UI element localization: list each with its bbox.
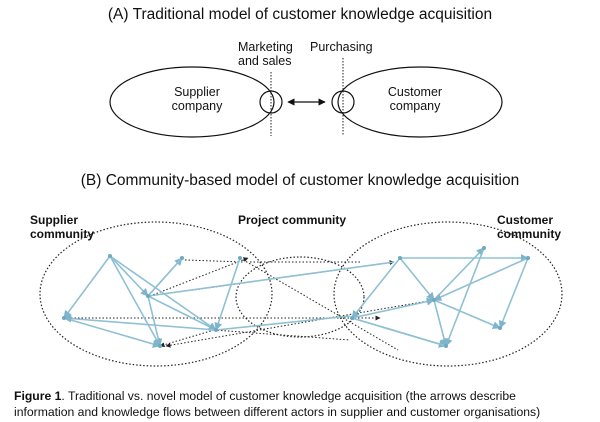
caption-line1: Figure 1. Traditional vs. novel model of… bbox=[14, 388, 594, 404]
flow-blue bbox=[109, 255, 217, 331]
customer-community-label: Customer community bbox=[497, 213, 562, 242]
caption-text-line2: information and knowledge flows between … bbox=[14, 405, 541, 420]
part-b-title: (B) Community-based model of customer kn… bbox=[80, 172, 520, 189]
actor-node bbox=[108, 254, 112, 258]
flow-blue bbox=[351, 257, 401, 319]
flow-blue bbox=[109, 255, 161, 347]
flow-dotted bbox=[184, 259, 245, 263]
purchasing-label: Purchasing bbox=[310, 40, 373, 54]
flow-blue bbox=[109, 255, 149, 297]
flow-blue bbox=[433, 257, 529, 301]
supplier-community-ellipse bbox=[39, 221, 273, 367]
caption-text-line1: . Traditional vs. novel model of custome… bbox=[61, 389, 516, 403]
network-flows bbox=[63, 247, 529, 348]
customer-community-line1: Customer bbox=[497, 213, 554, 227]
actor-node bbox=[214, 328, 218, 332]
actor-node bbox=[444, 344, 448, 348]
flow-blue bbox=[147, 295, 163, 347]
actor-node bbox=[498, 326, 502, 330]
supplier-company-line1: Supplier bbox=[174, 85, 220, 99]
customer-company-line1: Customer bbox=[387, 85, 443, 99]
project-community-ellipse bbox=[235, 256, 365, 338]
supplier-company-line2: company bbox=[171, 99, 223, 114]
marketing-label: Marketing and sales bbox=[238, 40, 293, 69]
figure-caption: Figure 1. Traditional vs. novel model of… bbox=[14, 388, 594, 420]
actor-node bbox=[180, 256, 184, 260]
customer-community-ellipse bbox=[333, 221, 563, 367]
marketing-label-line2: and sales bbox=[238, 54, 292, 69]
flow-blue bbox=[215, 315, 351, 331]
flow-dotted bbox=[149, 257, 249, 297]
marketing-label-line1: Marketing bbox=[238, 40, 293, 54]
actor-node bbox=[238, 256, 242, 260]
flow-blue bbox=[433, 299, 449, 347]
flow-blue bbox=[351, 297, 435, 319]
flow-blue bbox=[63, 317, 161, 348]
part-a-title: (A) Traditional model of customer knowle… bbox=[107, 6, 493, 23]
flow-blue bbox=[351, 317, 447, 347]
actor-node bbox=[482, 246, 486, 250]
flow-dotted bbox=[213, 329, 351, 341]
flow-blue bbox=[214, 257, 241, 331]
supplier-community-line2: community bbox=[30, 226, 95, 241]
actor-nodes bbox=[62, 246, 530, 348]
actor-node bbox=[350, 316, 354, 320]
project-community-label: Project community bbox=[238, 213, 347, 227]
customer-company-ellipse bbox=[337, 66, 503, 138]
supplier-company-ellipse bbox=[109, 66, 275, 138]
flow-blue bbox=[433, 299, 501, 329]
flow-blue bbox=[399, 257, 435, 301]
flow-blue bbox=[63, 314, 217, 331]
actor-node bbox=[146, 294, 150, 298]
flow-blue bbox=[433, 247, 485, 301]
flow-dotted bbox=[239, 257, 399, 351]
actor-node bbox=[398, 256, 402, 260]
flow-blue bbox=[498, 257, 529, 329]
actor-node bbox=[62, 316, 66, 320]
customer-company-label: Customer company bbox=[380, 85, 450, 114]
flow-blue bbox=[147, 261, 395, 297]
customer-community-line2: community bbox=[497, 226, 562, 241]
flow-blue bbox=[147, 257, 183, 297]
caption-figure-label: Figure 1 bbox=[14, 389, 62, 403]
flow-dotted bbox=[159, 329, 215, 348]
supplier-community-line1: Supplier bbox=[30, 213, 79, 227]
flow-blue bbox=[147, 295, 217, 331]
customer-company-line2: company bbox=[389, 99, 441, 114]
supplier-community-label: Supplier community bbox=[30, 213, 95, 242]
actor-node bbox=[158, 344, 162, 348]
actor-node bbox=[432, 298, 436, 302]
flow-blue bbox=[63, 255, 111, 319]
actor-node bbox=[526, 256, 530, 260]
supplier-company-label: Supplier company bbox=[162, 85, 232, 114]
flow-blue bbox=[444, 247, 485, 347]
